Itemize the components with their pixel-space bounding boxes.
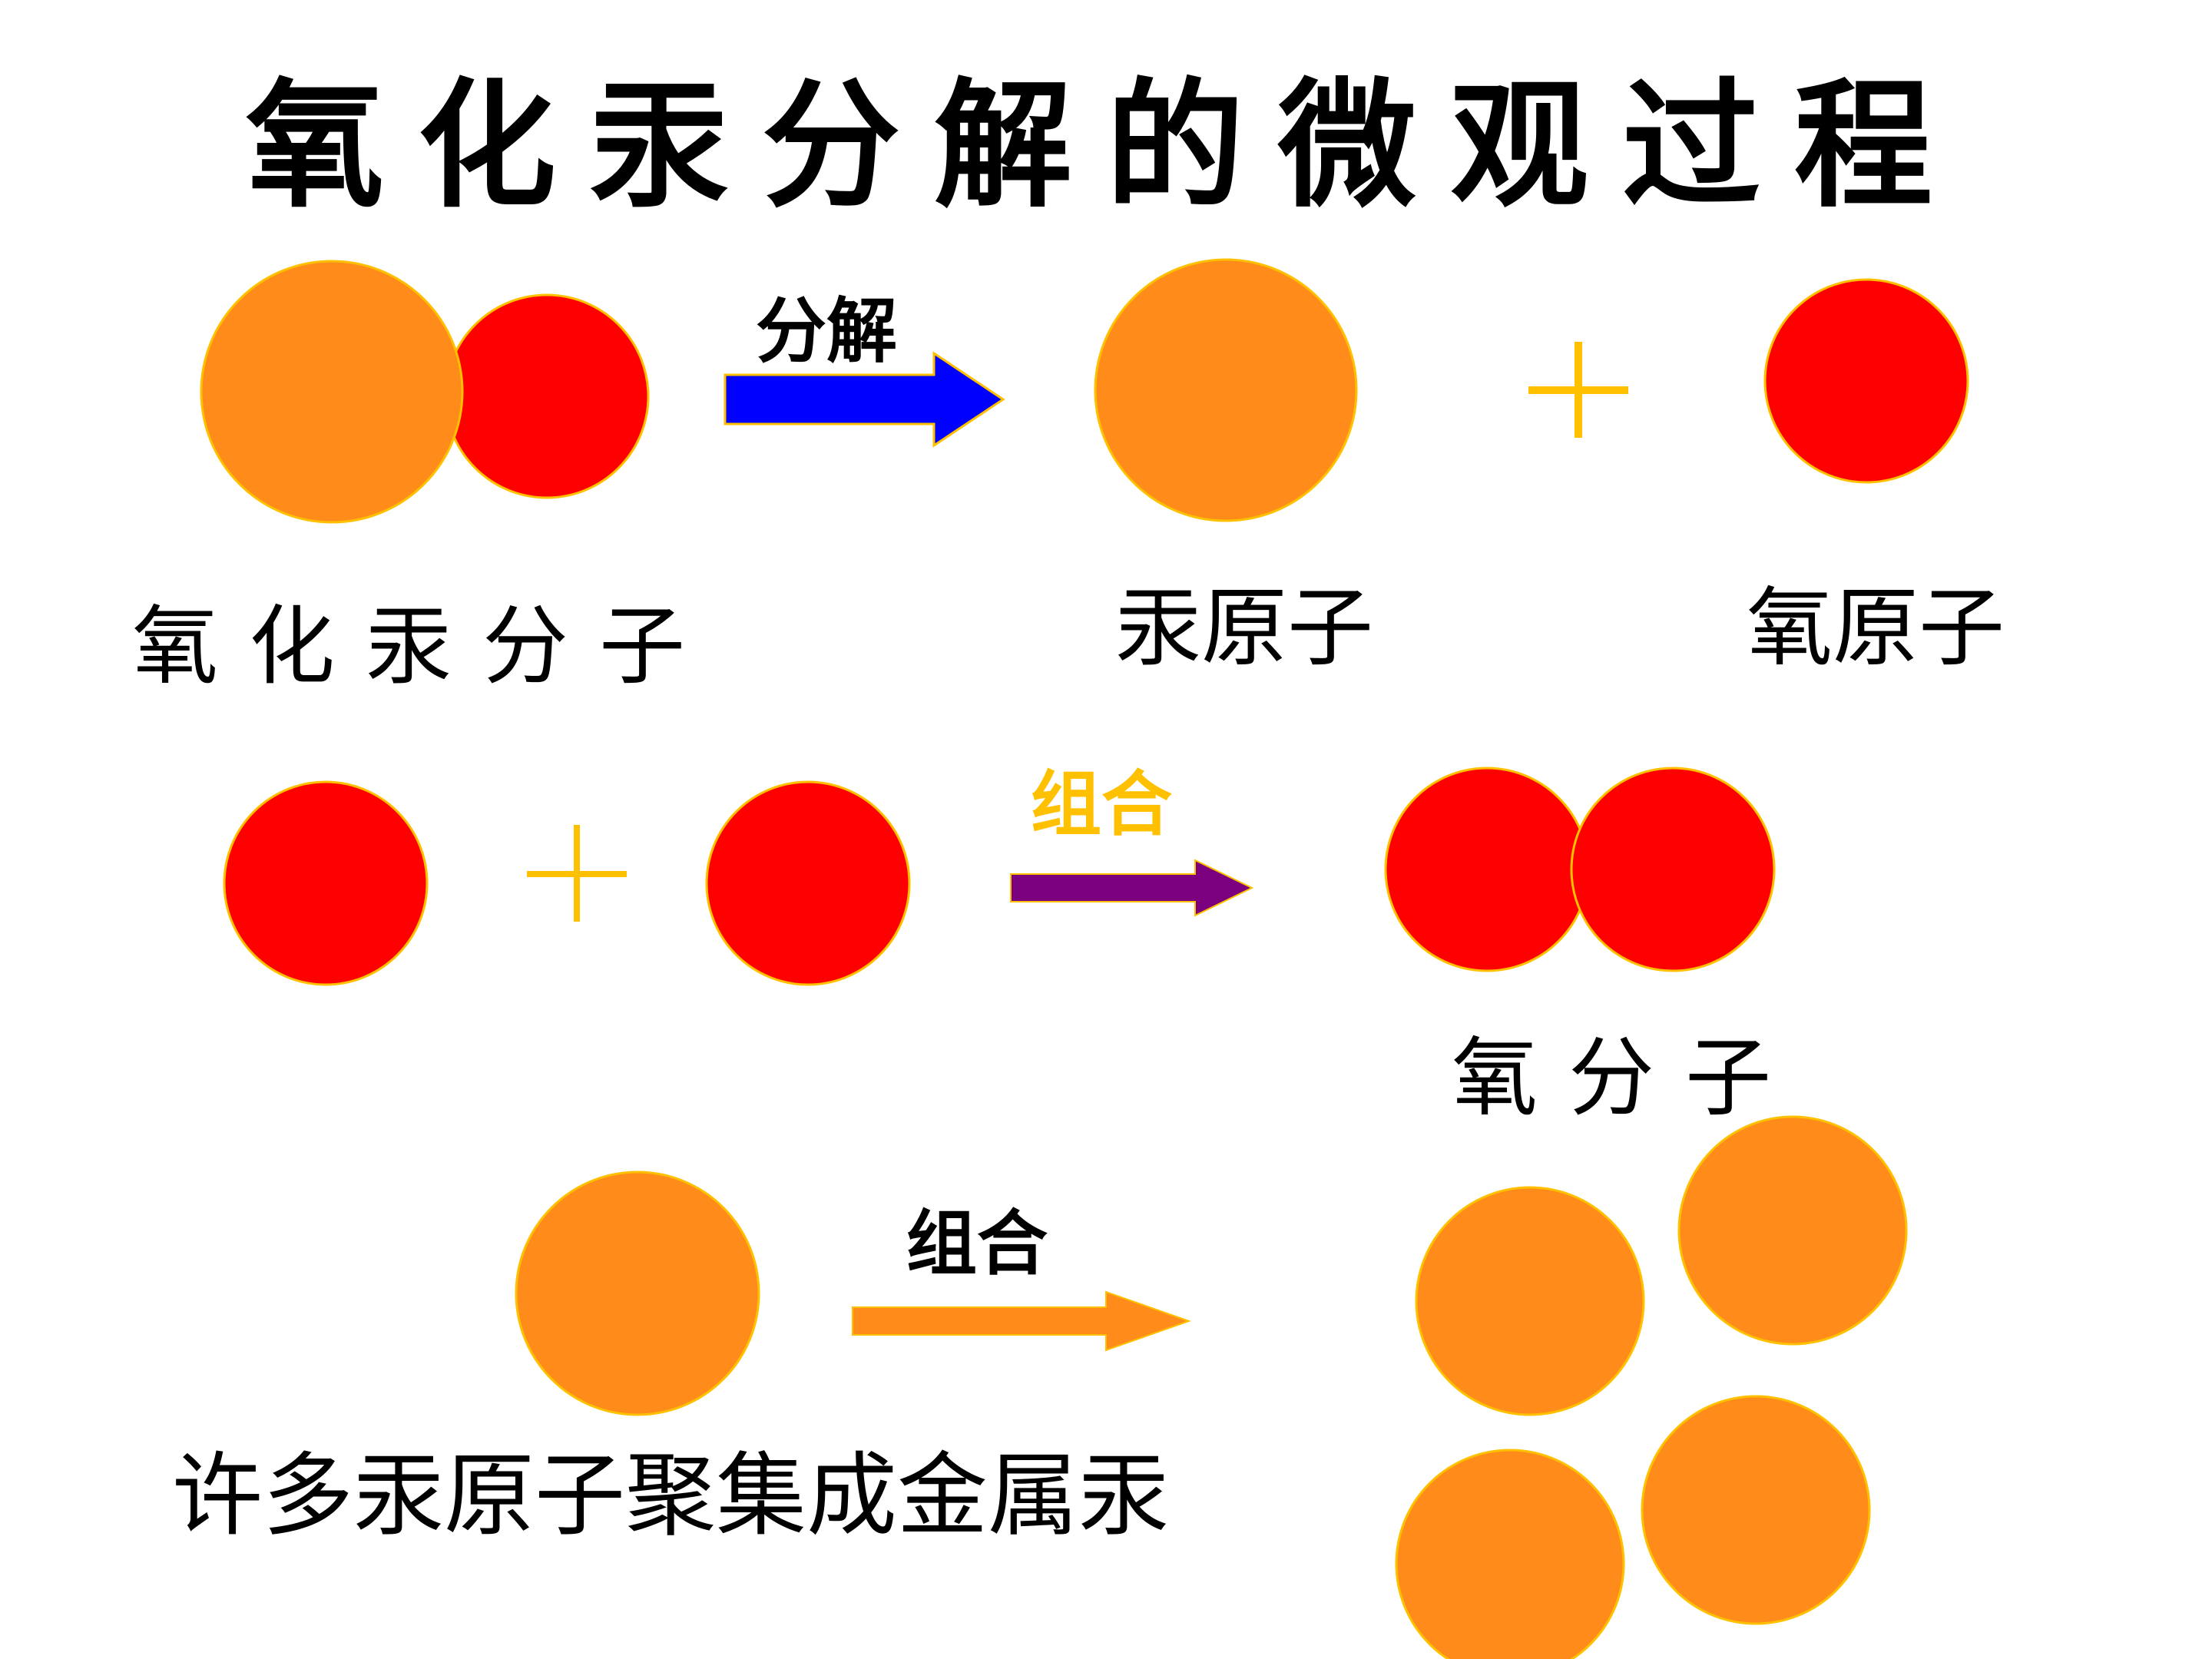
plus-icon (527, 825, 627, 922)
oxygen-atom-label: 氧原子 (1747, 578, 2005, 678)
mercury-oxide-molecule-label: 氧化汞分子 (132, 597, 716, 697)
oxygen-atom (444, 293, 650, 499)
mercury-atom (1677, 1115, 1908, 1346)
mercury-atom (515, 1171, 760, 1416)
combine-label: 组合 (906, 1205, 1048, 1283)
decompose-arrow (724, 351, 1005, 448)
oxygen-molecule-label: 氧分子 (1452, 1028, 1802, 1128)
mercury-atom (1415, 1186, 1645, 1416)
mercury-atom (200, 260, 464, 524)
combine-label: 组合 (1031, 766, 1173, 844)
metallic-mercury-label: 许多汞原子聚集成金属汞 (172, 1442, 1170, 1548)
mercury-atom-label: 汞原子 (1115, 578, 1373, 678)
page-title: 氧化汞分解的微观过程 (245, 65, 1966, 227)
combine-arrow (852, 1290, 1192, 1352)
decompose-label: 分解 (756, 293, 898, 371)
combine-arrow (1010, 859, 1254, 917)
mercury-atom (1395, 1449, 1625, 1659)
oxygen-atom (223, 780, 429, 986)
oxygen-atom (705, 780, 911, 986)
mercury-atom (1094, 258, 1358, 522)
oxygen-atom (1570, 767, 1776, 972)
mercury-atom (1641, 1395, 1871, 1625)
plus-icon (1528, 342, 1628, 438)
oxygen-atom (1763, 278, 1969, 484)
oxygen-atom (1384, 767, 1590, 972)
